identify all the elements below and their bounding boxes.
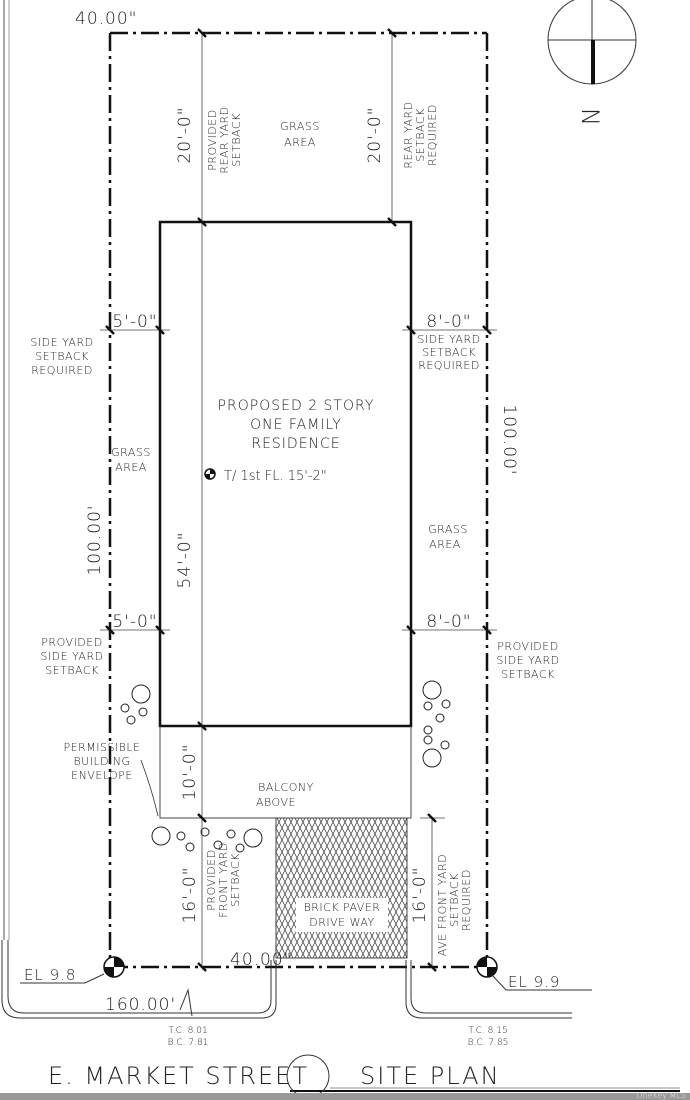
side-right-provided-dimension: 8'-0" — [426, 612, 471, 632]
svg-text:SETBACK: SETBACK — [230, 113, 243, 167]
svg-text:BUILDING: BUILDING — [73, 755, 130, 768]
svg-text:T.C. 8.15: T.C. 8.15 — [468, 1026, 507, 1036]
rear-provided-dimension: 20'-0" — [175, 106, 195, 163]
svg-text:REAR YARD: REAR YARD — [218, 106, 231, 173]
rear-required-label: REAR YARD SETBACK REQUIRED — [402, 101, 439, 168]
shrub-icons — [120, 680, 451, 853]
side-right-required-dimension: 8'-0" — [426, 312, 471, 332]
grass-area-left-label: GRASS AREA — [111, 446, 151, 474]
curb-lines — [1, 940, 592, 1019]
front-provided-dimension: 16'-0" — [180, 866, 200, 923]
rear-required-dimension: 20'-0" — [365, 106, 385, 163]
svg-text:SETBACK: SETBACK — [35, 350, 89, 363]
svg-text:DRIVE WAY: DRIVE WAY — [309, 916, 375, 929]
svg-text:SETBACK: SETBACK — [414, 108, 427, 162]
svg-text:PROPOSED 2 STORY: PROPOSED 2 STORY — [218, 398, 375, 414]
grass-area-right-label: GRASS AREA — [428, 523, 468, 551]
svg-text:AREA: AREA — [284, 136, 316, 149]
watermark: OneKey MLS — [636, 1091, 686, 1100]
side-left-provided-dimension: 5'-0" — [112, 612, 157, 632]
svg-text:SETBACK: SETBACK — [422, 346, 476, 359]
property-line — [108, 31, 489, 969]
dimension-ticks — [105, 28, 492, 972]
bottom-width-dimension: 40.00" — [230, 950, 293, 970]
first-floor-elevation: T/ 1st FL. 15'-2" — [224, 469, 327, 484]
balcony-depth-dimension: 10'-0" — [180, 743, 200, 800]
north-arrow-icon — [547, 0, 637, 85]
elevation-left: EL 9.8 — [24, 966, 76, 984]
svg-text:GRASS: GRASS — [111, 446, 151, 459]
svg-text:ENVELOPE: ENVELOPE — [71, 769, 133, 782]
svg-text:B.C. 7.81: B.C. 7.81 — [168, 1038, 209, 1048]
house-label: PROPOSED 2 STORY ONE FAMILY RESIDENCE — [218, 398, 375, 452]
right-depth-dimension: 100.00' — [499, 404, 519, 475]
svg-text:ONE FAMILY: ONE FAMILY — [250, 417, 342, 433]
svg-text:PROVIDED: PROVIDED — [205, 849, 218, 910]
north-label: N — [576, 108, 604, 128]
svg-text:SETBACK: SETBACK — [501, 668, 555, 681]
street-frontage-dimension: 160.00' — [105, 995, 176, 1015]
svg-text:BRICK PAVER: BRICK PAVER — [304, 901, 381, 914]
svg-text:SETBACK: SETBACK — [448, 873, 461, 927]
side-left-required-label: SIDE YARD SETBACK REQUIRED — [30, 336, 93, 377]
grass-area-top-label: GRASS AREA — [280, 120, 320, 149]
svg-text:AVE FRONT YARD: AVE FRONT YARD — [436, 854, 449, 956]
svg-text:REQUIRED: REQUIRED — [31, 364, 93, 377]
svg-text:AREA: AREA — [429, 538, 461, 551]
svg-text:REQUIRED: REQUIRED — [426, 104, 439, 166]
svg-text:PROVIDED: PROVIDED — [206, 109, 219, 170]
top-width-dimension: 40.00" — [75, 9, 138, 29]
svg-text:SIDE YARD: SIDE YARD — [30, 336, 93, 349]
front-provided-label: PROVIDED FRONT YARD SETBACK — [205, 842, 242, 918]
svg-text:PERMISSIBLE: PERMISSIBLE — [64, 741, 141, 754]
bottom-bar — [0, 1093, 690, 1100]
svg-text:REAR YARD: REAR YARD — [402, 101, 415, 168]
svg-text:SIDE YARD: SIDE YARD — [417, 333, 480, 346]
svg-text:REQUIRED: REQUIRED — [460, 869, 473, 931]
side-left-provided-label: PROVIDED SIDE YARD SETBACK — [40, 636, 103, 677]
svg-text:PROVIDED: PROVIDED — [497, 640, 558, 653]
curb-right-elevations: T.C. 8.15B.C. 7.85 — [468, 1026, 509, 1048]
svg-text:SIDE YARD: SIDE YARD — [496, 654, 559, 667]
svg-text:T.C. 8.01: T.C. 8.01 — [168, 1026, 207, 1036]
driveway-label-bg — [296, 898, 388, 932]
side-left-required-dimension: 5'-0" — [112, 312, 157, 332]
drawing-title: SITE PLAN — [360, 1062, 501, 1090]
elevation-right: EL 9.9 — [508, 973, 560, 991]
svg-text:SETBACK: SETBACK — [45, 664, 99, 677]
street-name: E. MARKET STREET — [48, 1062, 309, 1090]
house-footprint — [158, 220, 413, 728]
house-depth-dimension: 54'-0" — [175, 531, 195, 588]
svg-text:SIDE YARD: SIDE YARD — [40, 650, 103, 663]
svg-text:FRONT YARD: FRONT YARD — [217, 842, 230, 918]
svg-text:PROVIDED: PROVIDED — [41, 636, 102, 649]
building-envelope-label: PERMISSIBLE BUILDING ENVELOPE — [64, 741, 141, 782]
front-required-dimension: 16'-0" — [410, 866, 430, 923]
rear-provided-label: PROVIDED REAR YARD SETBACK — [206, 106, 243, 173]
corner-marker-icon — [103, 956, 498, 978]
svg-text:SETBACK: SETBACK — [229, 853, 242, 907]
side-right-required-label: SIDE YARD SETBACK REQUIRED — [417, 333, 480, 372]
driveway-paver — [275, 817, 408, 959]
svg-text:BALCONY: BALCONY — [258, 781, 314, 794]
svg-text:AREA: AREA — [115, 461, 147, 474]
left-depth-dimension: 100.00' — [85, 504, 105, 575]
svg-text:REQUIRED: REQUIRED — [418, 359, 480, 372]
driveway-label: BRICK PAVER DRIVE WAY — [304, 901, 381, 929]
balcony-label: BALCONY ABOVE — [256, 781, 314, 809]
svg-text:ABOVE: ABOVE — [256, 796, 296, 809]
svg-text:B.C. 7.85: B.C. 7.85 — [468, 1038, 509, 1048]
svg-text:GRASS: GRASS — [428, 523, 468, 536]
svg-text:RESIDENCE: RESIDENCE — [251, 436, 340, 452]
svg-text:GRASS: GRASS — [280, 120, 320, 133]
front-required-label: AVE FRONT YARD SETBACK REQUIRED — [436, 854, 473, 956]
side-right-provided-label: PROVIDED SIDE YARD SETBACK — [496, 640, 559, 681]
curb-left-elevations: T.C. 8.01B.C. 7.81 — [168, 1026, 209, 1048]
